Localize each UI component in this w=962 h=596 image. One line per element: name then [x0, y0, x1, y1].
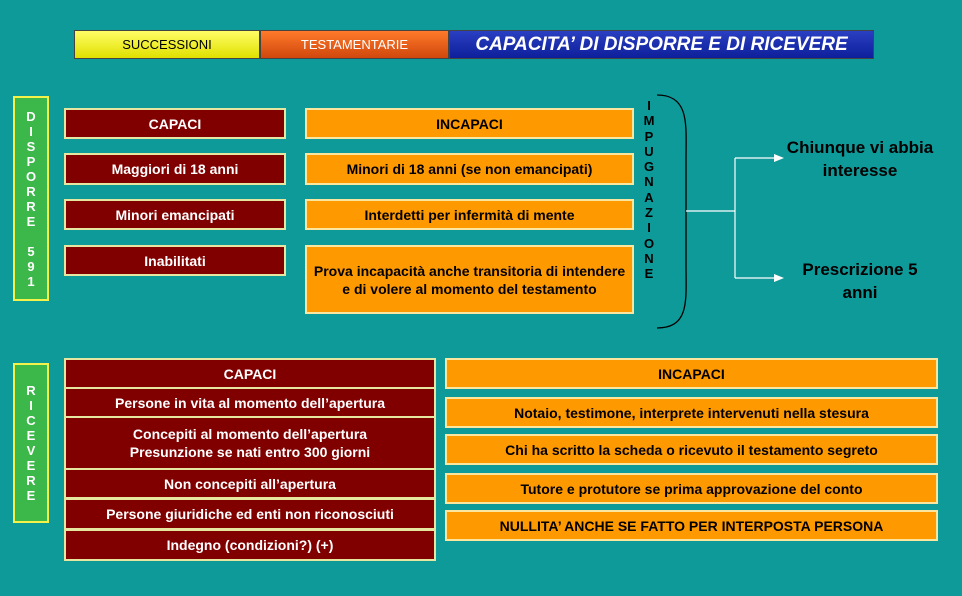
letter: R [26, 198, 36, 214]
box-text: Inabilitati [144, 252, 206, 269]
letter: G [643, 159, 655, 175]
letter: N [644, 250, 654, 266]
box-text: Prova incapacità anche transitoria di in… [313, 262, 626, 297]
box-text: Maggiori di 18 anni [111, 161, 239, 177]
letter: R [26, 183, 36, 199]
letter: 1 [27, 273, 35, 289]
letter: O [25, 168, 37, 184]
box-text: Chi ha scritto la scheda o ricevuto il t… [505, 441, 878, 458]
disporre-incapaci-item: Prova incapacità anche transitoria di in… [305, 245, 634, 314]
box-text: Minori di 18 anni (se non emancipati) [346, 161, 593, 177]
disporre-capaci-item: Inabilitati [64, 245, 286, 276]
letter: R [26, 383, 36, 398]
disporre-capaci-item: Minori emancipati [64, 199, 286, 230]
box-text: NULLITA’ ANCHE SE FATTO PER INTERPOSTA P… [499, 517, 884, 534]
disporre-incapaci-header: INCAPACI [305, 108, 634, 139]
page-title: CAPACITA’ DI DISPORRE E DI RICEVERE [449, 30, 874, 59]
box-text: Persone giuridiche ed enti non riconosci… [106, 506, 394, 522]
box-text: Persone in vita al momento dell’apertura [115, 394, 385, 411]
letter: D [26, 108, 36, 124]
outcome-text: Prescrizione 5 anni [802, 260, 918, 302]
header-tab-label: SUCCESSIONI [122, 37, 212, 52]
box-text: INCAPACI [658, 365, 725, 382]
letter: I [29, 123, 33, 139]
letter: A [644, 189, 654, 205]
letter: E [26, 458, 36, 473]
letter: I [647, 220, 651, 236]
box-text: Interdetti per infermità di mente [364, 206, 575, 223]
letter: N [644, 174, 654, 190]
outcome-chiunque: Chiunque vi abbia interesse [780, 136, 940, 182]
disporre-capaci-header: CAPACI [64, 108, 286, 139]
letter: V [26, 443, 36, 458]
letter: 9 [27, 258, 35, 274]
letter: Z [645, 205, 653, 221]
ricevere-capaci-item: Non concepiti all’apertura [64, 468, 436, 499]
letter: C [26, 413, 36, 428]
box-text: Notaio, testimone, interprete intervenut… [514, 404, 869, 421]
letter: O [643, 235, 655, 251]
arrow-bottom-head [774, 274, 784, 282]
letter: M [643, 113, 655, 129]
box-text: CAPACI [223, 365, 277, 382]
ricevere-capaci-item: Persone in vita al momento dell’apertura [64, 387, 436, 418]
box-text: Concepiti al momento dell’apertura Presu… [129, 426, 371, 460]
side-label-disporre: D I S P O R R E 5 9 1 [13, 96, 49, 301]
letter: E [26, 428, 36, 443]
letter: R [26, 473, 36, 488]
impugnazione-label: I M P U G N A Z I O N E [641, 98, 657, 282]
ricevere-incapaci-item: Notaio, testimone, interprete intervenut… [445, 397, 938, 428]
letter: I [29, 398, 33, 413]
letter: S [26, 138, 36, 154]
ricevere-capaci-item: Indegno (condizioni?) (+) [64, 529, 436, 561]
page-title-text: CAPACITA’ DI DISPORRE E DI RICEVERE [475, 33, 848, 55]
box-text: Indegno (condizioni?) (+) [166, 537, 334, 553]
outcome-prescrizione: Prescrizione 5 anni [790, 258, 930, 304]
side-label-ricevere: R I C E V E R E [13, 363, 49, 523]
letter: 5 [27, 243, 35, 259]
ricevere-capaci-item: Persone giuridiche ed enti non riconosci… [64, 498, 436, 530]
letter: E [26, 213, 36, 229]
letter: U [644, 143, 654, 159]
arrow-top-head [774, 154, 784, 162]
box-text: Non concepiti all’apertura [164, 475, 336, 492]
disporre-capaci-item: Maggiori di 18 anni [64, 153, 286, 185]
letter: P [644, 128, 654, 144]
header-tab-testamentarie[interactable]: TESTAMENTARIE [260, 30, 449, 59]
brace [656, 94, 687, 329]
ricevere-capaci-header: CAPACI [64, 358, 436, 389]
letter: E [26, 488, 36, 503]
header-tab-successioni[interactable]: SUCCESSIONI [74, 30, 260, 59]
disporre-incapaci-item: Minori di 18 anni (se non emancipati) [305, 153, 634, 185]
box-text: Minori emancipati [115, 206, 235, 223]
box-text: INCAPACI [436, 115, 503, 132]
ricevere-incapaci-item: NULLITA’ ANCHE SE FATTO PER INTERPOSTA P… [445, 510, 938, 541]
ricevere-incapaci-item: Tutore e protutore se prima approvazione… [445, 473, 938, 504]
letter: I [647, 98, 651, 113]
box-text: Tutore e protutore se prima approvazione… [520, 480, 863, 497]
outcome-text: Chiunque vi abbia interesse [786, 138, 934, 180]
box-text: CAPACI [148, 115, 202, 132]
ricevere-incapaci-header: INCAPACI [445, 358, 938, 389]
disporre-incapaci-item: Interdetti per infermità di mente [305, 199, 634, 230]
letter: E [644, 266, 654, 282]
ricevere-incapaci-item: Chi ha scritto la scheda o ricevuto il t… [445, 434, 938, 465]
ricevere-capaci-item: Concepiti al momento dell’apertura Presu… [64, 416, 436, 470]
header-tab-label: TESTAMENTARIE [300, 37, 409, 52]
letter: P [26, 153, 36, 169]
